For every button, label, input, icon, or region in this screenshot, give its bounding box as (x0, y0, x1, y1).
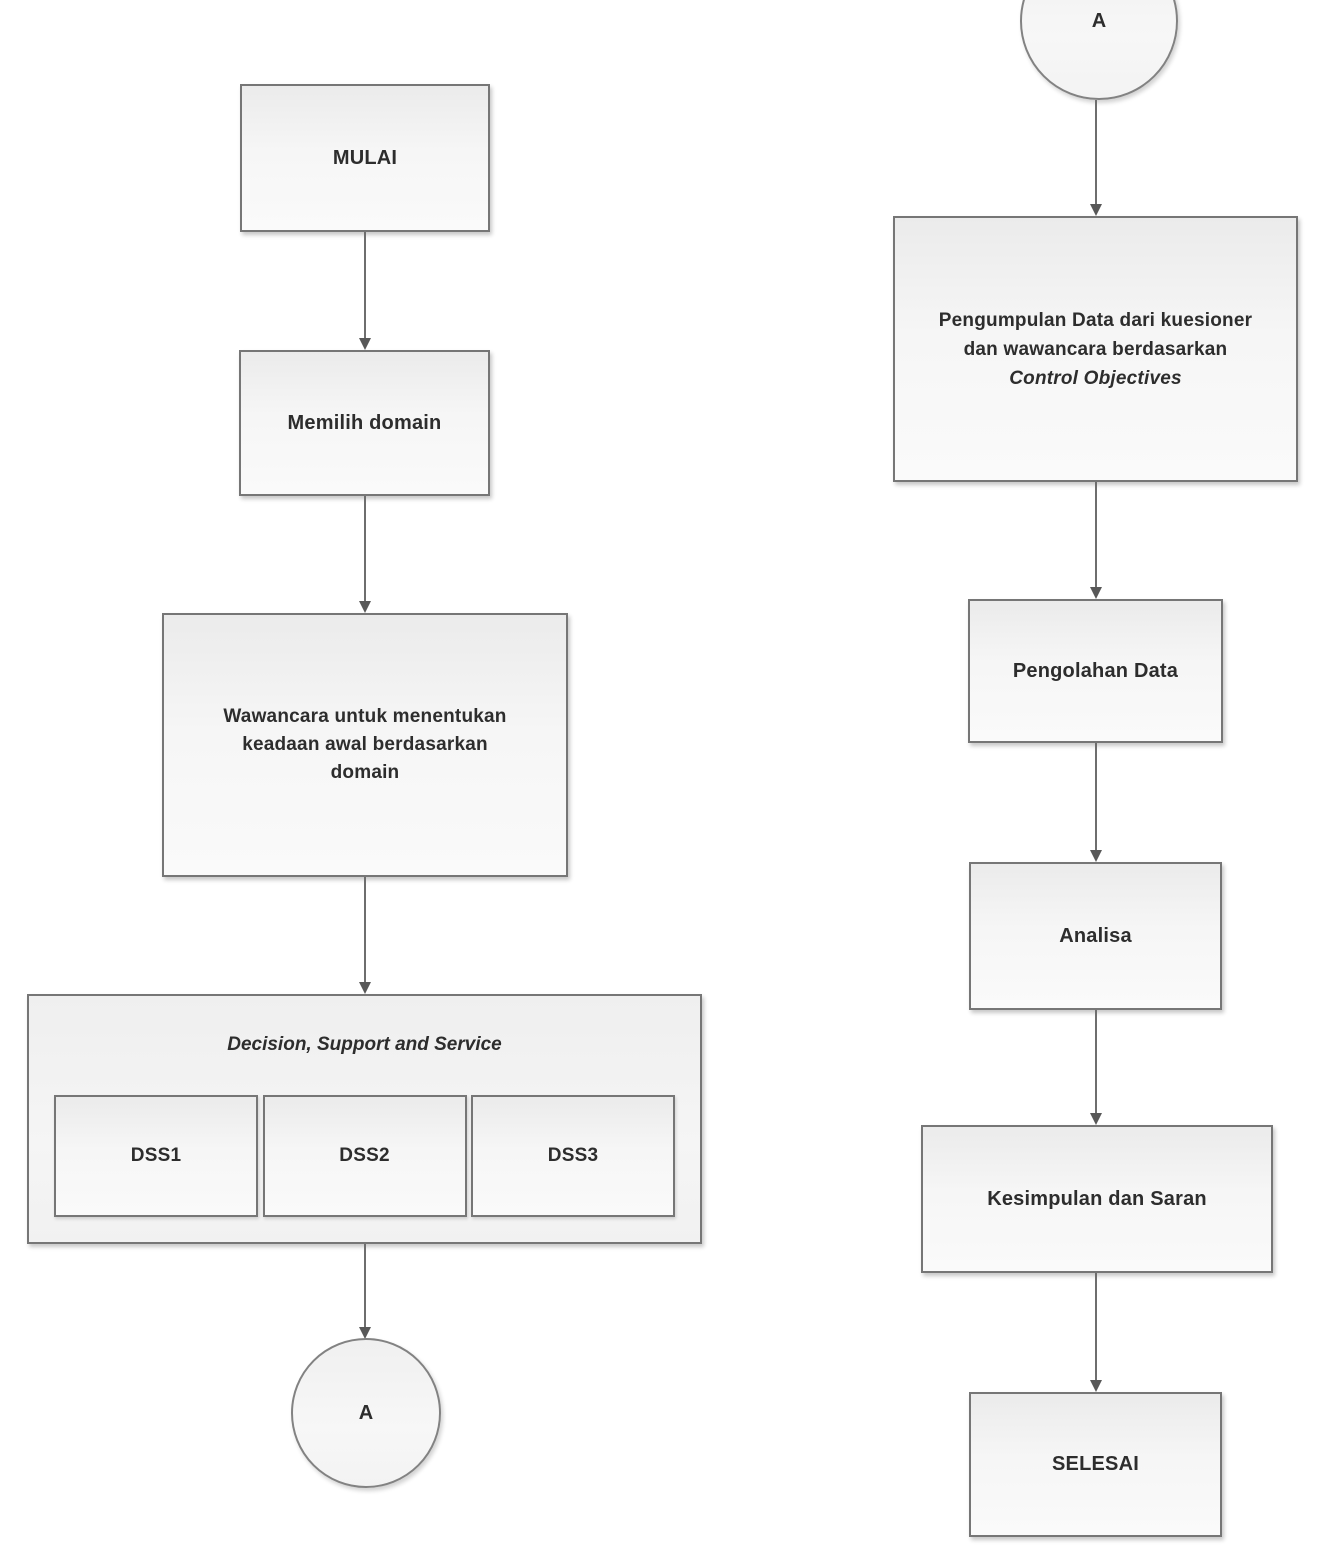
node-mulai-label: MULAI (332, 146, 398, 169)
node-wawancara: Wawancara untuk menentukan keadaan awal … (162, 613, 568, 877)
dss-group-title: Decision, Support and Service (227, 1034, 502, 1055)
arrow-pengolahan-to-analisa (1089, 743, 1103, 862)
arrow-dss-group-to-connector-a (358, 1244, 372, 1339)
arrow-analisa-to-kesimpulan (1089, 1010, 1103, 1125)
node-selesai-label: SELESAI (1052, 1453, 1139, 1475)
node-pengolahan: Pengolahan Data (968, 599, 1223, 743)
connector-a-bottom-label: A (358, 1401, 374, 1424)
node-dss2: DSS2 (262, 1095, 467, 1217)
arrow-memilih-to-wawancara (358, 496, 372, 613)
node-selesai: SELESAI (969, 1392, 1222, 1537)
arrow-pengumpulan-to-pengolahan (1089, 482, 1103, 599)
node-dss1-label: DSS1 (130, 1145, 182, 1166)
node-analisa-label: Analisa (1059, 924, 1132, 947)
node-kesimpulan-label: Kesimpulan dan Saran (987, 1187, 1207, 1210)
node-pengumpulan-line3: Control Objectives (1009, 367, 1182, 389)
arrow-kesimpulan-to-selesai (1089, 1273, 1103, 1392)
dss-group-container: Decision, Support and Service DSS1 DSS2 … (27, 994, 702, 1244)
node-memilih-domain: Memilih domain (239, 350, 490, 496)
node-pengolahan-label: Pengolahan Data (1012, 659, 1179, 682)
node-dss3-label: DSS3 (547, 1145, 599, 1166)
node-mulai: MULAI (240, 84, 490, 232)
node-pengumpulan-line2: dan wawancara berdasarkan (963, 338, 1228, 360)
node-memilih-domain-label: Memilih domain (287, 411, 442, 434)
node-pengumpulan-line1: Pengumpulan Data dari kuesioner (938, 309, 1253, 331)
arrow-mulai-to-memilih (358, 232, 372, 350)
dss-group-row: DSS1 DSS2 DSS3 (54, 1095, 675, 1217)
arrow-wawancara-to-dss-group (358, 877, 372, 994)
node-wawancara-label: Wawancara untuk menentukan keadaan awal … (223, 706, 507, 783)
node-pengumpulan: Pengumpulan Data dari kuesioner dan wawa… (893, 216, 1298, 482)
node-pengumpulan-label: Pengumpulan Data dari kuesioner dan wawa… (939, 306, 1252, 393)
connector-a-top: A (1020, 0, 1178, 100)
node-analisa: Analisa (969, 862, 1222, 1010)
connector-a-top-label: A (1091, 9, 1107, 32)
node-dss3: DSS3 (471, 1095, 675, 1217)
node-dss2-label: DSS2 (339, 1145, 390, 1166)
connector-a-bottom: A (291, 1338, 441, 1488)
node-dss1: DSS1 (54, 1095, 258, 1217)
arrow-connector-a-to-pengumpulan (1089, 100, 1103, 216)
node-kesimpulan: Kesimpulan dan Saran (921, 1125, 1273, 1273)
